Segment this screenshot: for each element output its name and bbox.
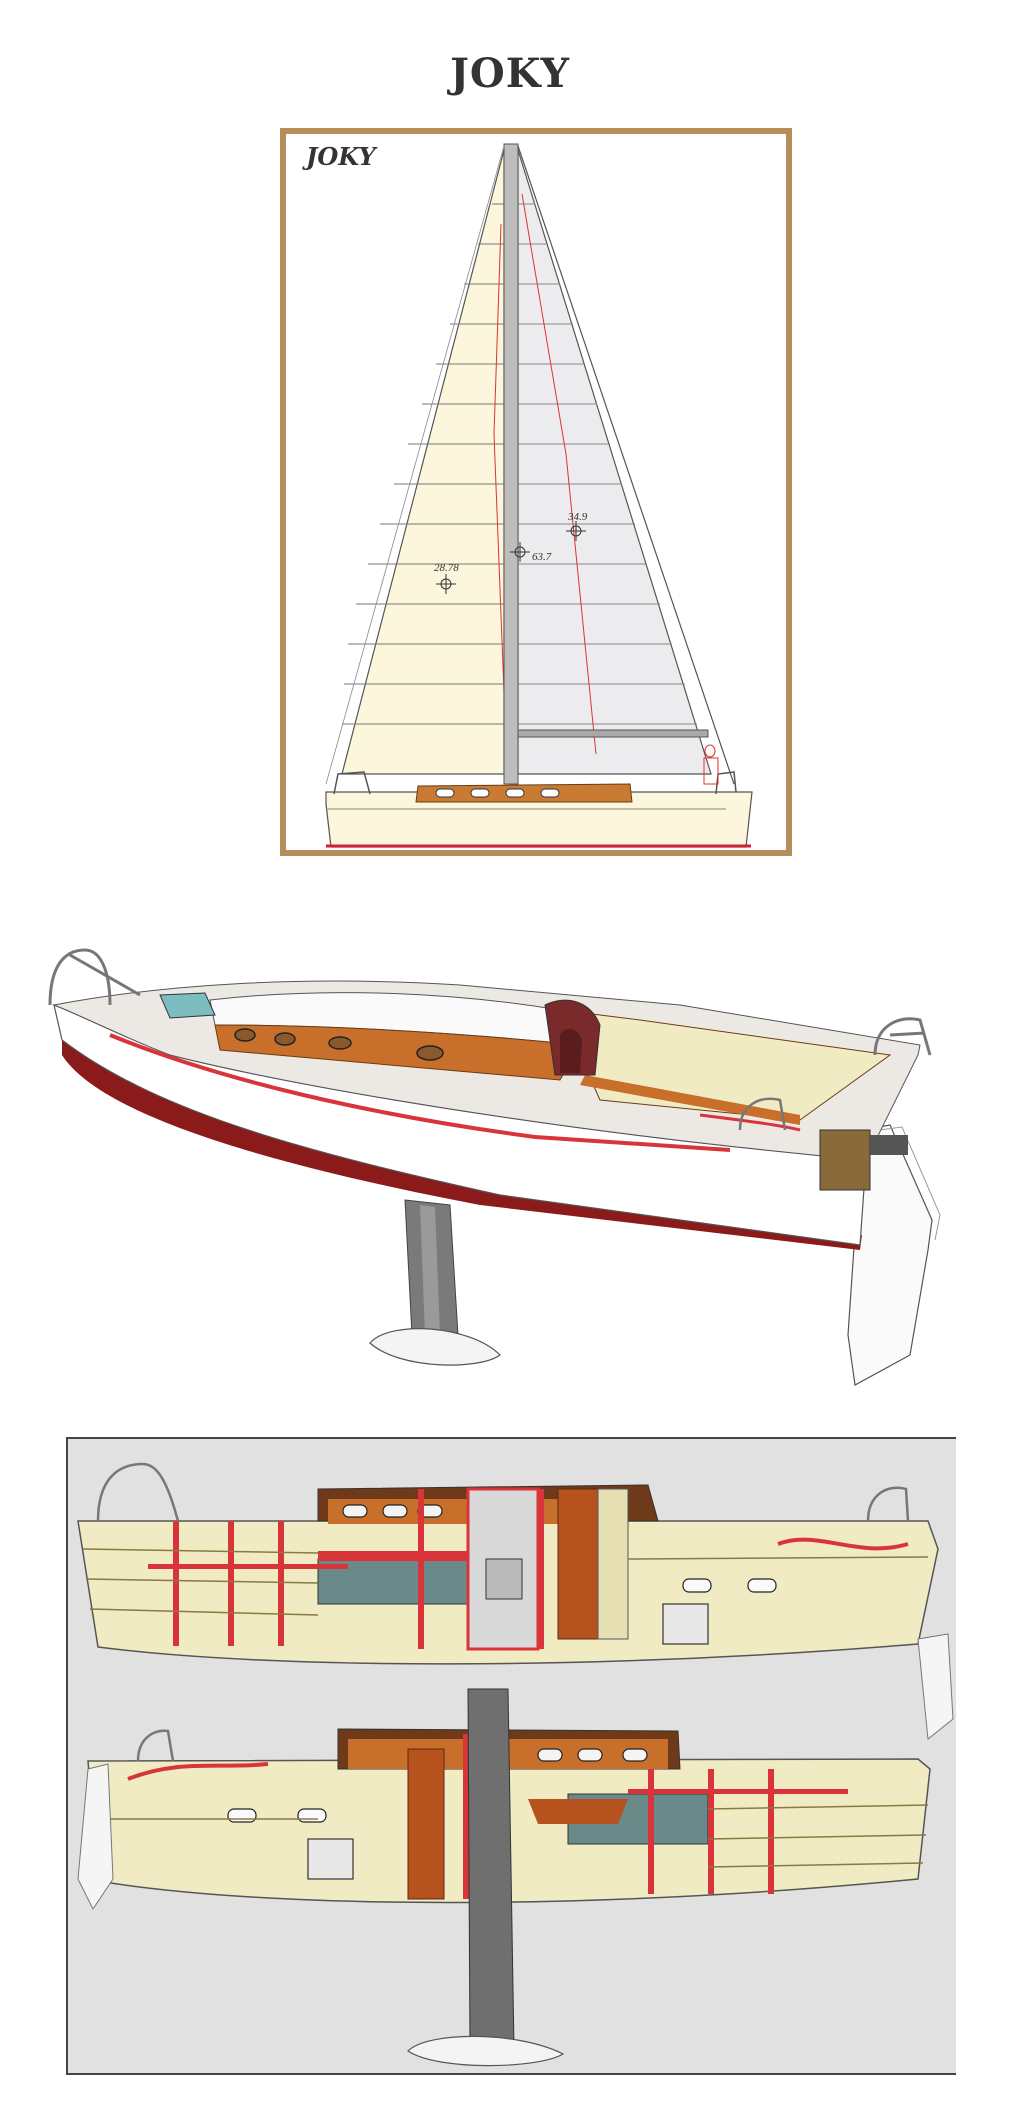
total-area-label: 63.7 bbox=[532, 551, 552, 563]
red-line-main bbox=[493, 223, 507, 745]
perspective-render bbox=[40, 915, 990, 1415]
interior-keel bbox=[467, 1688, 515, 2050]
page-title: JOKY bbox=[449, 50, 570, 97]
sail-plan-svg: 28.78 34.9 63.7 bbox=[325, 143, 753, 848]
perspective-svg bbox=[48, 948, 941, 1386]
interior-svg bbox=[77, 1462, 954, 2067]
bow-pulpit-3d bbox=[48, 948, 141, 1006]
mainsail-area-label: 28.78 bbox=[434, 562, 459, 574]
jib-area-label: 34.9 bbox=[567, 511, 588, 523]
sail-plan-drawing: JOKY bbox=[280, 128, 792, 856]
interior-hull-top bbox=[77, 1462, 954, 1740]
boom bbox=[517, 729, 709, 738]
mast bbox=[503, 143, 519, 785]
stern-pulpit-3d bbox=[873, 1017, 932, 1056]
red-line-jib bbox=[521, 193, 597, 755]
bow-pulpit bbox=[333, 771, 371, 795]
transom-bracket bbox=[819, 1129, 871, 1191]
sail-plan-name: JOKY bbox=[306, 142, 376, 171]
stern-pulpit bbox=[715, 771, 737, 795]
sheer-stripe bbox=[109, 1033, 731, 1152]
windscreen bbox=[159, 992, 216, 1019]
interior-keel-bulb bbox=[407, 2035, 565, 2067]
hull-profile bbox=[325, 791, 753, 848]
interior-layout-drawing bbox=[66, 1437, 956, 2075]
keel-bulb bbox=[369, 1328, 501, 1366]
